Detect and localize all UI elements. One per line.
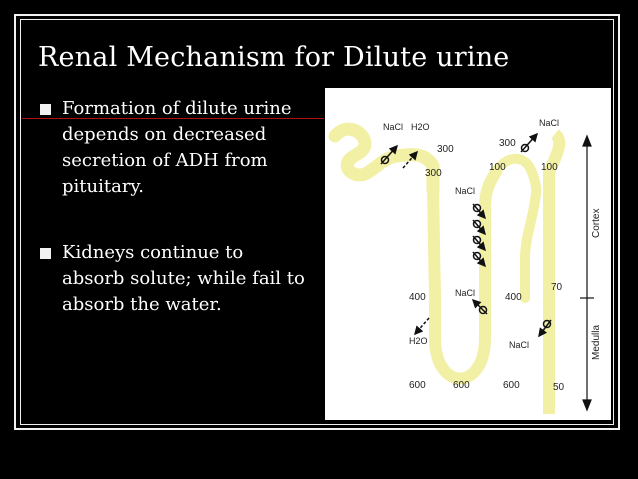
- bullet-text: Formation of dilute urine depends on dec…: [62, 98, 292, 197]
- osmolality-label: 300: [499, 138, 516, 149]
- nephron-diagram: NaCl H2O NaCl 300 300 300 100 100 NaCl 4…: [325, 88, 611, 420]
- bullet-text: Kidneys continue to absorb solute; while…: [62, 242, 305, 315]
- bullet-list: Formation of dilute urine depends on dec…: [40, 96, 310, 318]
- nacl-label: NaCl: [539, 118, 559, 128]
- square-bullet-icon: [40, 104, 51, 115]
- osmolality-label: 600: [409, 380, 426, 391]
- title-underline: [22, 118, 324, 119]
- h2o-label: H2O: [411, 122, 430, 132]
- nacl-label: NaCl: [383, 122, 403, 132]
- nacl-label: NaCl: [509, 340, 529, 350]
- medulla-label: Medulla: [591, 325, 602, 360]
- square-bullet-icon: [40, 248, 51, 259]
- nacl-label: NaCl: [455, 186, 475, 196]
- osmolality-label: 600: [453, 380, 470, 391]
- distal-tubule: [492, 153, 542, 303]
- top-transport-arrows: [380, 132, 552, 338]
- slide-title: Renal Mechanism for Dilute urine: [38, 42, 510, 73]
- collecting-duct: [543, 129, 566, 414]
- osmolality-label: 300: [437, 144, 454, 155]
- osmolality-label: 100: [489, 162, 506, 173]
- osmolality-label: 300: [425, 168, 442, 179]
- bullet-item: Formation of dilute urine depends on dec…: [40, 96, 310, 200]
- osmolality-label: 100: [541, 162, 558, 173]
- osmolality-label: 600: [503, 380, 520, 391]
- osmolality-label: 400: [505, 292, 522, 303]
- loop-of-henle: [429, 337, 491, 385]
- osmolality-label: 400: [409, 292, 426, 303]
- h2o-label: H2O: [409, 336, 428, 346]
- osmolality-label: 70: [551, 282, 563, 293]
- nacl-label: NaCl: [455, 288, 475, 298]
- nephron-diagram-svg: NaCl H2O NaCl 300 300 300 100 100 NaCl 4…: [328, 118, 602, 414]
- slide-inner-border: [20, 19, 614, 425]
- bullet-item: Kidneys continue to absorb solute; while…: [40, 240, 310, 318]
- slide-outer-border: [14, 14, 620, 430]
- proximal-tubule: [328, 122, 440, 197]
- nacl-transport-arrows: [471, 203, 488, 315]
- depth-axis: [580, 134, 594, 412]
- osmolality-label: 50: [553, 382, 565, 393]
- descending-limb: [427, 187, 441, 338]
- cortex-label: Cortex: [591, 209, 602, 238]
